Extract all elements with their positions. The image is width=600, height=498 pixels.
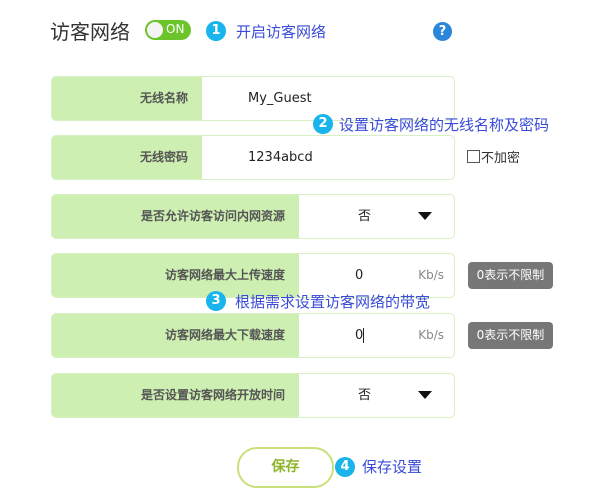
ssid-label: 无线名称 [52, 77, 202, 120]
ssid-row: 无线名称 My_Guest [51, 76, 455, 121]
step-1-text: 开启访客网络 [236, 23, 327, 41]
save-button[interactable]: 保存 [237, 447, 334, 488]
text-cursor [363, 328, 365, 343]
download-label: 访客网络最大下载速度 [52, 314, 299, 357]
step-2-badge: 2 [313, 114, 333, 134]
password-row: 无线密码 1234abcd [51, 135, 455, 180]
upload-hint: 0表示不限制 [468, 262, 553, 289]
download-unit: Kb/s [418, 328, 444, 342]
upload-label: 访客网络最大上传速度 [52, 254, 299, 297]
ssid-input[interactable]: My_Guest [248, 91, 312, 106]
chevron-down-icon[interactable] [418, 391, 432, 399]
toggle-label: ON [166, 22, 185, 36]
step-2-text: 设置访客网络的无线名称及密码 [339, 116, 550, 134]
intranet-select[interactable]: 否 [358, 209, 372, 224]
no-encrypt-label: 不加密 [481, 151, 521, 166]
step-3-badge: 3 [206, 291, 226, 311]
toggle-knob [147, 22, 163, 38]
upload-input[interactable]: 0 [355, 268, 364, 283]
step-4-text: 保存设置 [362, 458, 423, 476]
schedule-label: 是否设置访客网络开放时间 [52, 374, 299, 417]
step-4-badge: 4 [335, 457, 355, 477]
schedule-row: 是否设置访客网络开放时间 否 [51, 373, 455, 418]
download-input[interactable]: 0 [355, 328, 364, 343]
upload-row: 访客网络最大上传速度 0 Kb/s [51, 253, 455, 298]
password-input[interactable]: 1234abcd [248, 150, 313, 165]
schedule-select[interactable]: 否 [358, 388, 372, 403]
step-3-text: 根据需求设置访客网络的带宽 [235, 293, 431, 311]
guest-network-toggle[interactable]: ON [145, 20, 191, 40]
intranet-row: 是否允许访客访问内网资源 否 [51, 194, 455, 239]
chevron-down-icon[interactable] [418, 212, 432, 220]
download-row: 访客网络最大下载速度 0 Kb/s [51, 313, 455, 358]
help-icon[interactable]: ? [433, 22, 452, 41]
intranet-label: 是否允许访客访问内网资源 [52, 195, 299, 238]
no-encrypt-checkbox[interactable] [467, 150, 480, 163]
page-title: 访客网络 [50, 20, 130, 44]
upload-unit: Kb/s [418, 268, 444, 282]
step-1-badge: 1 [206, 21, 226, 41]
download-hint: 0表示不限制 [468, 322, 553, 349]
password-label: 无线密码 [52, 136, 202, 179]
